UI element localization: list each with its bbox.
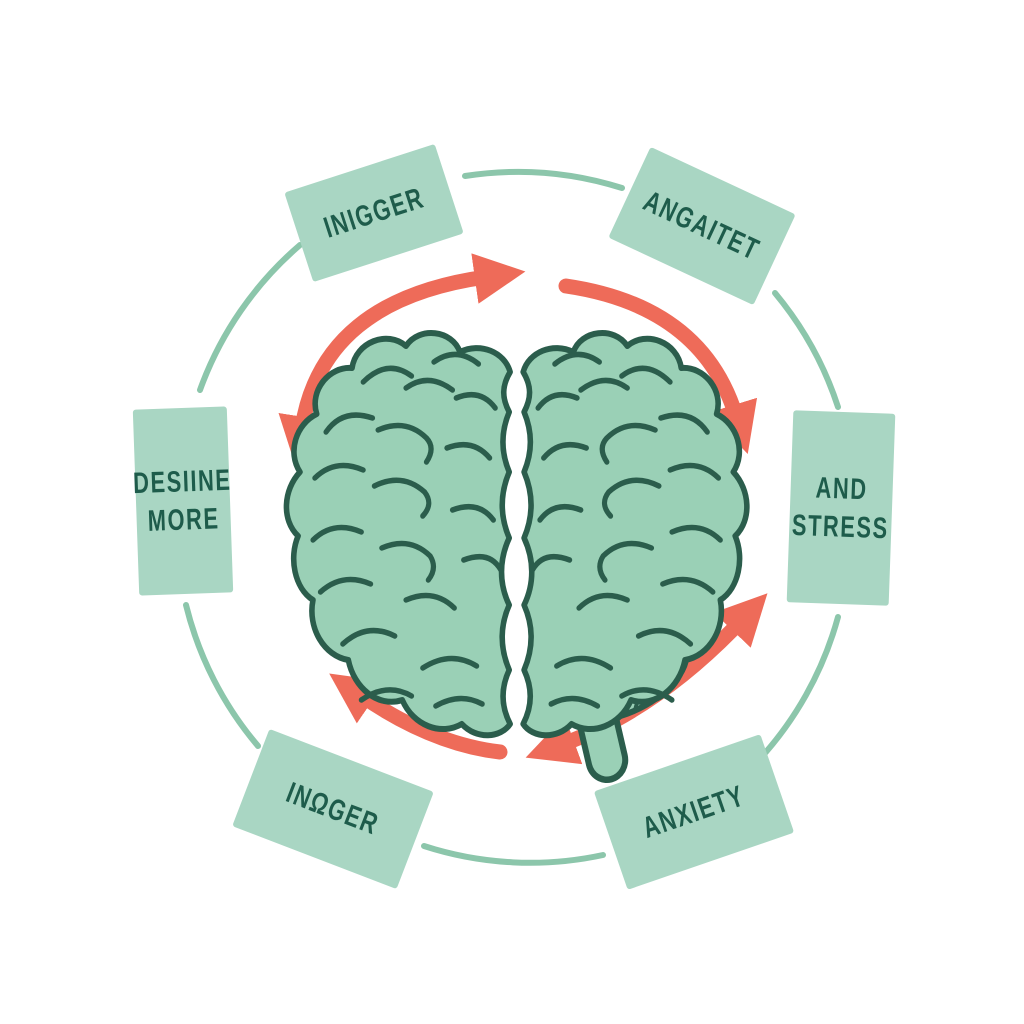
arrow-top-left (278, 253, 526, 468)
outer-arc-upper-right (772, 290, 841, 410)
node-angaitet-label: ANGAITET (639, 184, 766, 267)
brain-left-hemisphere (283, 330, 513, 739)
outer-circle-arcs (183, 168, 841, 866)
brain-gyri (310, 354, 720, 709)
node-inigger-label: INIGGER (319, 180, 428, 244)
outer-arc-top (462, 168, 625, 191)
node-inoger-label: INΩGER (282, 775, 384, 841)
node-anxiety-label: ANXIETY (638, 778, 750, 845)
node-and-stress-label: AND STRESS (791, 470, 890, 545)
outer-arc-bottom (421, 843, 606, 866)
arrow-top-right (558, 278, 758, 454)
brain-illustration (283, 330, 746, 783)
outer-arc-lower-right (753, 614, 841, 766)
node-desiine-more-label: DESIINE MORE (132, 462, 232, 538)
brain-hemispheres (283, 330, 746, 739)
outer-arc-upper-left (197, 242, 303, 393)
outer-arc-lower-left (183, 602, 261, 749)
arrow-bottom-left (329, 673, 508, 760)
node-desiine-more: DESIINE MORE (132, 406, 234, 596)
node-and-stress: AND STRESS (786, 410, 896, 606)
